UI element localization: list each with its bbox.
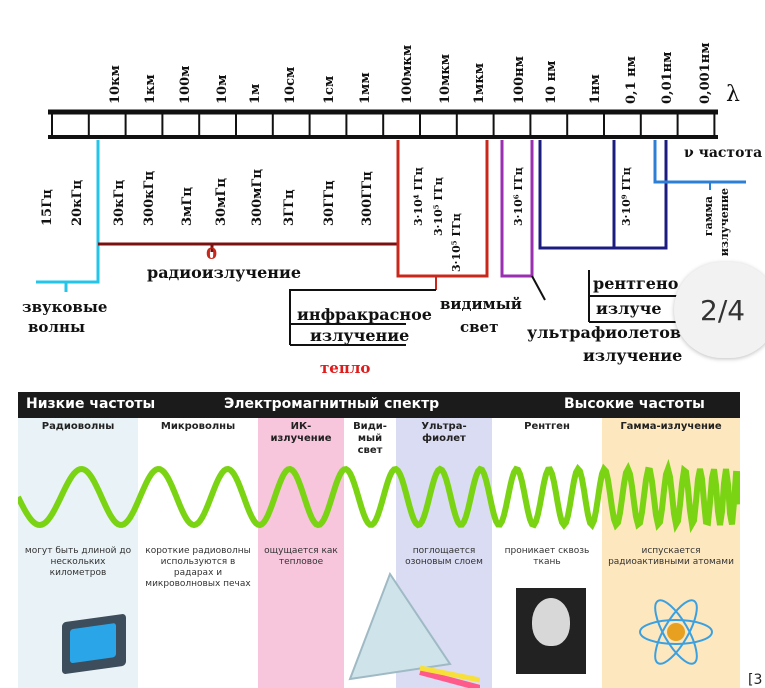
band-description: ощущается как тепловое <box>264 546 338 567</box>
band-description: могут быть длиной до нескольких километр… <box>24 546 132 578</box>
infrared-label-line1: инфракрасное <box>297 305 432 324</box>
wavelength-tick-label: 10км <box>108 65 123 104</box>
atom-icon <box>639 599 713 665</box>
frequency-tick-label: 15Гц <box>40 189 55 226</box>
visible-label-line1: видимый <box>440 295 522 313</box>
wavelength-tick-label: 0,1 нм <box>624 56 639 104</box>
band-title: Радиоволны <box>41 421 115 432</box>
xray-head-icon <box>516 588 586 674</box>
frequency-tick-label: 3·10⁵ ГГц <box>450 213 463 272</box>
wavelength-tick-label: 1мкм <box>472 62 487 104</box>
frequency-axis-label: ν частота <box>684 145 763 161</box>
frequency-tick-label: 3·10⁶ ГГц <box>512 167 525 226</box>
frequency-tick-label: 30ГГц <box>322 180 337 226</box>
header-title: Электромагнитный спектр <box>224 396 440 412</box>
wave-graphic <box>18 458 740 534</box>
wavelength-tick-label: 100м <box>178 65 193 104</box>
wavelength-tick-label: 10 нм <box>544 60 559 104</box>
spectrum-header: Низкие частоты Электромагнитный спектр В… <box>18 392 740 418</box>
frequency-tick-label: 3·10⁹ ГГц <box>620 167 633 226</box>
prism-icon <box>348 571 480 688</box>
frequency-tick-label: 3ГГц <box>282 189 297 226</box>
wavelength-tick-label: 1м <box>248 83 263 104</box>
radio-label: радиоизлучение <box>147 263 302 282</box>
uv-label-line1: ультрафиолетов <box>527 323 681 342</box>
band-title: Гамма-излучение <box>620 421 722 432</box>
spectrum-band: ИК-излучение ощущается как тепловое <box>258 418 345 688</box>
wavelength-tick-label: 1мм <box>358 72 373 104</box>
radio-mark: 0 <box>206 244 218 263</box>
frequency-tick-label: 3·10⁴ ГГц <box>412 167 425 226</box>
band-title: Ультра-фиолет <box>421 421 467 444</box>
band-description: испускается радиоактивными атомами <box>608 546 734 567</box>
infrared-label-line2: излучение <box>310 326 410 345</box>
wavelength-tick-label: 1км <box>143 74 158 104</box>
page-counter-text: 2/4 <box>700 293 746 327</box>
gamma-label-line2: излучение <box>718 188 731 257</box>
wavelength-tick-label: 1см <box>322 75 337 104</box>
band-title: Микроволны <box>160 421 236 432</box>
visible-label-line2: свет <box>460 318 499 336</box>
frequency-tick-label: 30мГц <box>214 178 229 226</box>
header-high-frequency: Высокие частоты <box>564 396 705 412</box>
wavelength-tick-label: 10м <box>215 74 230 104</box>
wavelength-tick-label: 10мкм <box>438 53 453 104</box>
spectrum-scale-diagram <box>36 109 746 346</box>
page-counter-badge[interactable]: 2/4 <box>674 262 765 358</box>
band-title: ИК-излучение <box>270 421 332 444</box>
wavelength-tick-label: 100мкм <box>400 44 415 104</box>
tv-icon <box>62 613 126 675</box>
heat-label: тепло <box>320 359 371 377</box>
wavelength-tick-label: 100нм <box>512 56 527 104</box>
band-description: поглощается озоновым слоем <box>405 546 483 567</box>
xray-label-line2: излуче <box>596 299 662 318</box>
wavelength-tick-label: 0,01нм <box>660 51 675 104</box>
wavelength-tick-label: 1нм <box>588 74 603 104</box>
band-title: Рентген <box>524 421 570 432</box>
frequency-tick-label: 20кГц <box>70 179 85 226</box>
em-spectrum-infographic: Радиоволны могут быть длиной до нескольки… <box>18 392 740 688</box>
frequency-tick-label: 300мГц <box>250 168 265 226</box>
frequency-tick-label: 300ГГц <box>360 171 375 226</box>
lambda-symbol: λ <box>726 82 740 107</box>
frequency-tick-label: 300кГц <box>142 170 157 226</box>
gamma-label-line1: гамма <box>702 196 715 237</box>
header-low-frequency: Низкие частоты <box>26 396 156 412</box>
wavelength-tick-label: 10см <box>283 66 298 104</box>
wavelength-tick-label: 0,001нм <box>698 42 713 104</box>
uv-label-line2: излучение <box>583 346 683 365</box>
citation-fragment: [3 <box>748 672 763 688</box>
sound-label-line1: звуковые <box>22 298 108 316</box>
frequency-tick-label: 30кГц <box>112 179 127 226</box>
xray-label-line1: рентгено <box>593 274 679 293</box>
sound-label-line2: волны <box>28 318 86 336</box>
band-description: проникает сквозь ткань <box>504 546 590 567</box>
frequency-tick-label: 3мГц <box>180 187 195 226</box>
band-title: Види-мый свет <box>353 421 387 456</box>
frequency-tick-label: 3·10⁵ ГГц <box>432 177 445 236</box>
band-description: короткие радиоволны используются в радар… <box>145 546 251 589</box>
